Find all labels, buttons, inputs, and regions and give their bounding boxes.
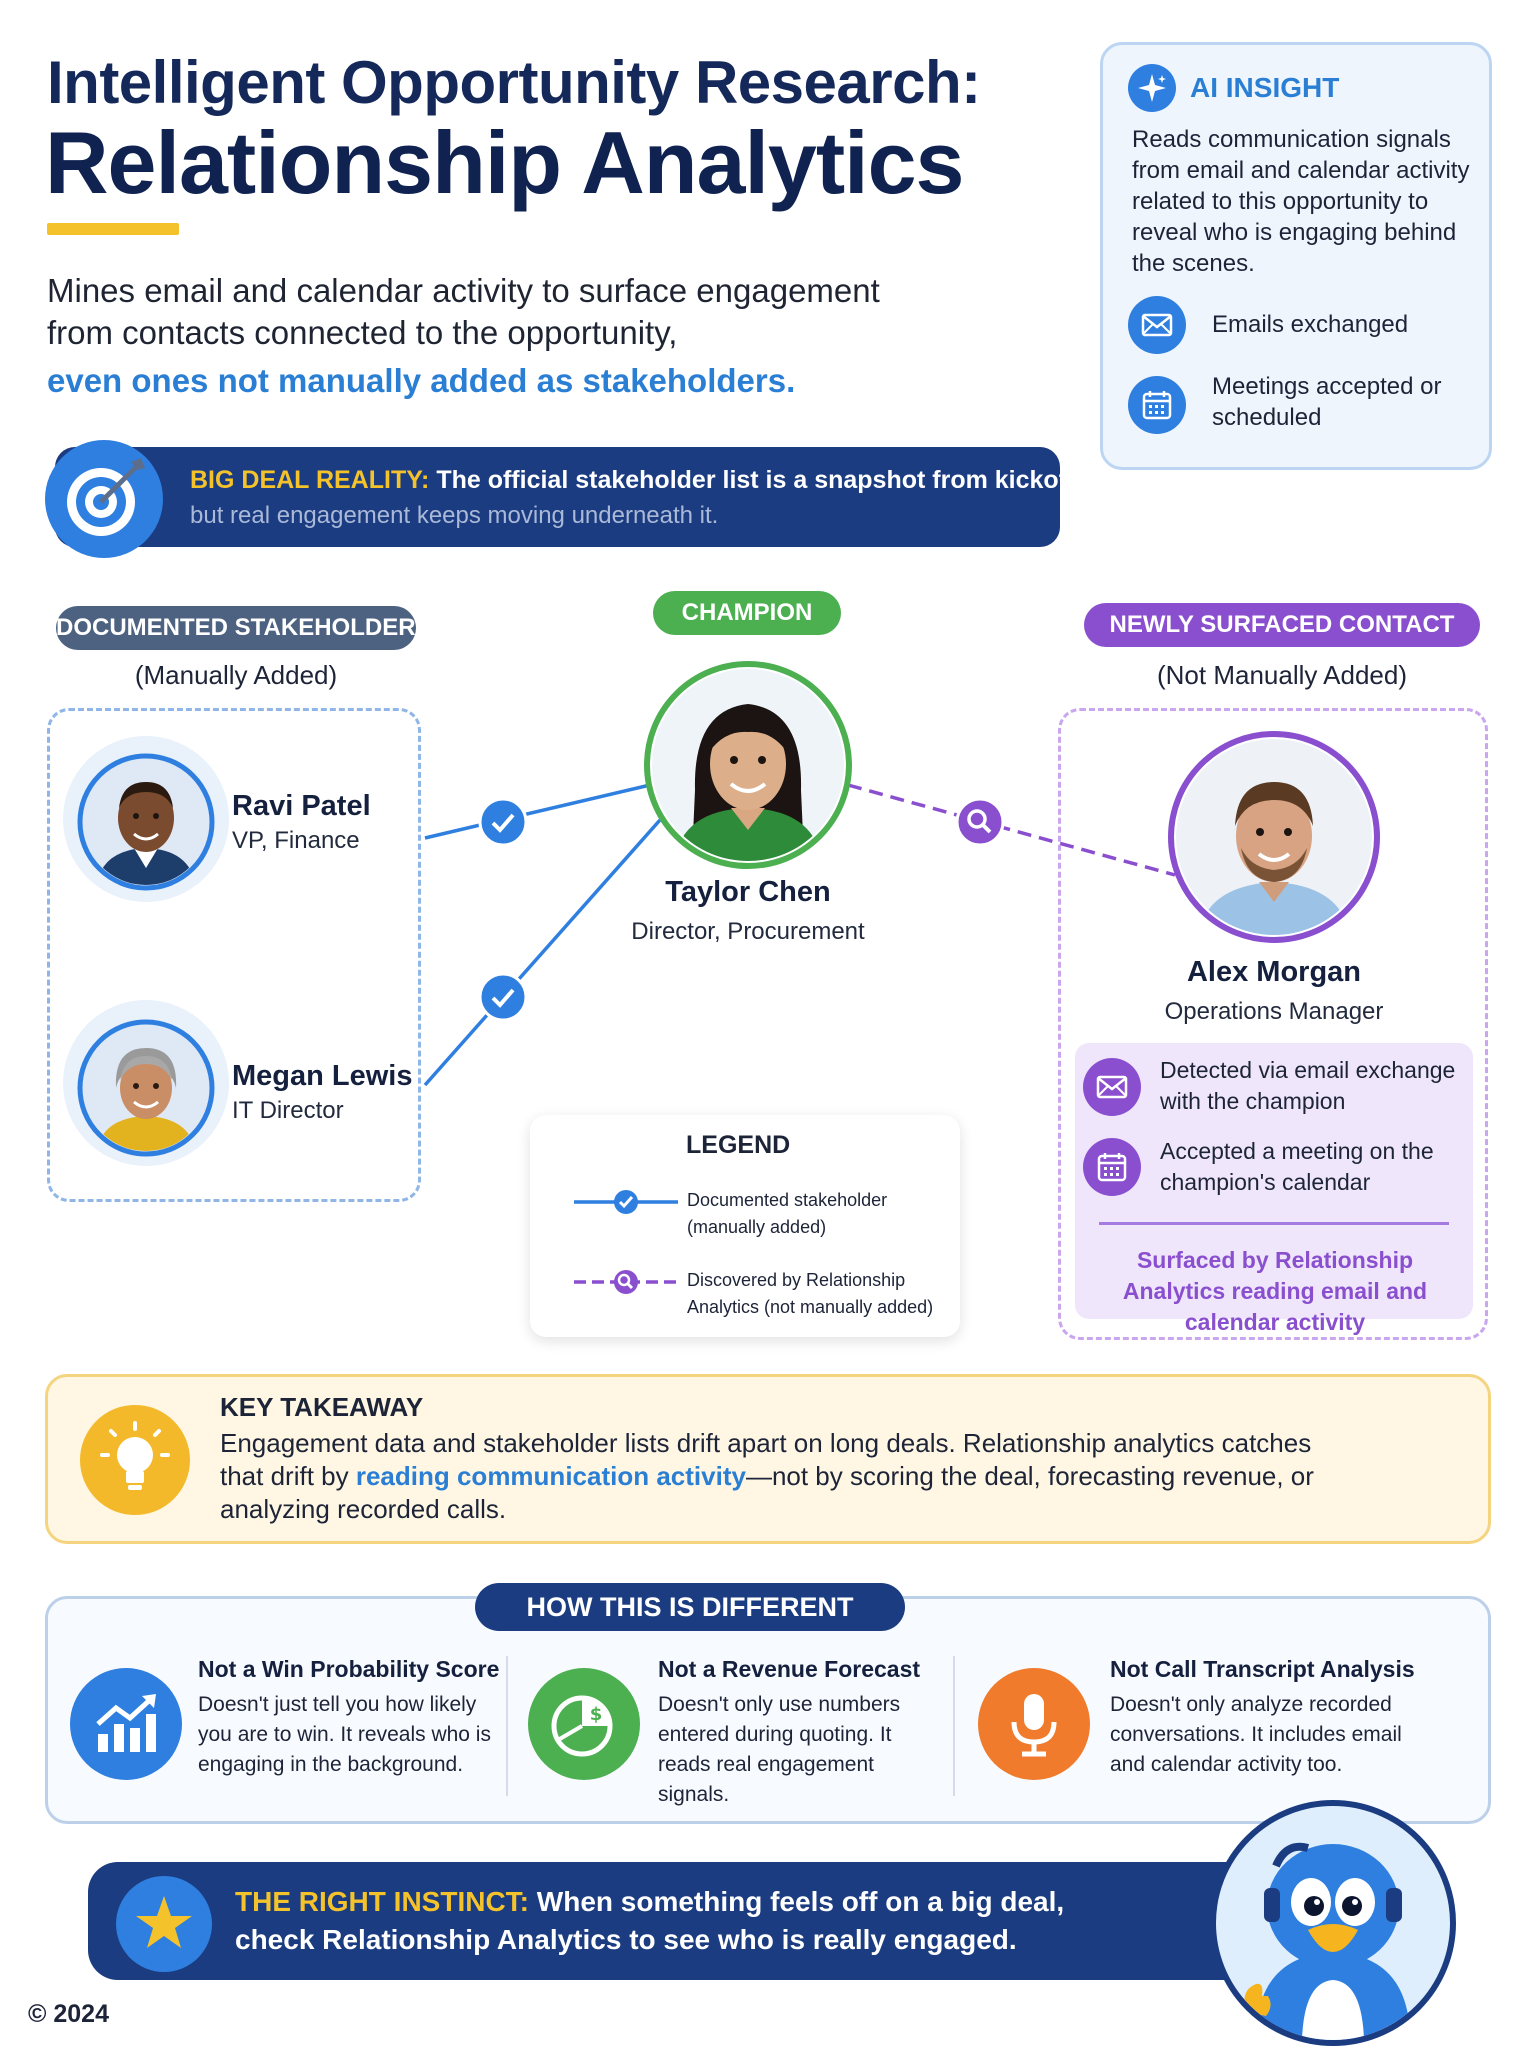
- title-underline: [47, 223, 179, 235]
- legend-discovered-label: Discovered by Relationship: [687, 1270, 906, 1290]
- connector-lines: [423, 783, 1176, 1087]
- signal-meeting-text: Accepted a meeting on the champion's cal…: [1160, 1138, 1434, 1195]
- legend-dashed-line: [574, 1270, 678, 1294]
- big-deal-line-1: BIG DEAL REALITY: The official stakehold…: [190, 466, 1082, 495]
- legend-documented: Documented stakeholder (manually added): [687, 1187, 947, 1241]
- stakeholder-role: VP, Finance: [232, 827, 360, 854]
- divider: [506, 1656, 508, 1796]
- subtitle: Mines email and calendar activity to sur…: [47, 272, 880, 351]
- legend-documented-sub: (manually added): [687, 1217, 827, 1237]
- calendar-icon: [1083, 1138, 1141, 1196]
- legend-discovered-sub: Analytics (not manually added): [687, 1297, 934, 1317]
- avatar: [76, 1018, 216, 1158]
- documented-stakeholders-pill: DOCUMENTED STAKEHOLDERS: [56, 606, 432, 650]
- target-icon: [45, 440, 163, 558]
- instinct-line-2: check Relationship Analytics to see who …: [235, 1924, 1017, 1955]
- diff-body-revenue-forecast: Doesn't only use numbers entered during …: [658, 1693, 901, 1806]
- divider: [953, 1656, 955, 1796]
- documented-subtitle: (Manually Added): [134, 660, 338, 690]
- new-contact-box: [1058, 708, 1488, 1340]
- surfaced-by-note: Surfaced by Relationship Analytics readi…: [1122, 1247, 1428, 1335]
- champion-name: Taylor Chen: [665, 876, 831, 908]
- signal-email-text: Detected via email exchange with the cha…: [1160, 1057, 1456, 1114]
- diff-body-win-probability: Doesn't just tell you how likely you are…: [198, 1693, 491, 1776]
- instinct-text: When something feels off on a big deal,: [536, 1886, 1065, 1917]
- pie-dollar-icon: $: [528, 1668, 640, 1780]
- diff-title-win-probability: Not a Win Probability Score: [198, 1656, 500, 1682]
- champion-avatar: [643, 660, 853, 870]
- takeaway-title: KEY TAKEAWAY: [220, 1392, 424, 1422]
- diff-body-call-transcript: Doesn't only analyze recorded conversati…: [1110, 1693, 1402, 1776]
- lightbulb-icon: [80, 1405, 190, 1515]
- new-contact-subtitle: (Not Manually Added): [1156, 660, 1408, 690]
- star-icon: [116, 1876, 212, 1972]
- diff-title-call-transcript: Not Call Transcript Analysis: [1110, 1656, 1415, 1682]
- stakeholder-name: Ravi Patel: [232, 790, 371, 822]
- big-deal-label: BIG DEAL REALITY:: [190, 466, 430, 494]
- magnifier-icon: [955, 797, 1005, 847]
- check-icon: [478, 797, 528, 847]
- champion-role: Director, Procurement: [631, 918, 865, 945]
- legend: [530, 1115, 960, 1337]
- envelope-icon: [1128, 296, 1186, 354]
- divider: [1099, 1222, 1449, 1225]
- new-contact-name: Alex Morgan: [1186, 956, 1362, 988]
- sparkle-icon: [1128, 64, 1176, 112]
- right-instinct-banner: [88, 1862, 1418, 1980]
- mascot-bird-illustration: [1210, 1800, 1456, 2046]
- takeaway-highlight: reading communication activity: [355, 1461, 746, 1491]
- instinct-label: THE RIGHT INSTINCT:: [235, 1886, 529, 1917]
- detection-signals-box: [1075, 1043, 1473, 1319]
- subtitle-highlight: even ones not manually added as stakehol…: [47, 362, 796, 399]
- insight-item-emails: Emails exchanged: [1212, 311, 1409, 338]
- newly-surfaced-contact-pill: NEWLY SURFACED CONTACT: [1084, 603, 1480, 647]
- insight-item-meetings: Meetings accepted or scheduled: [1212, 373, 1442, 431]
- big-deal-text: The official stakeholder list is a snaps…: [436, 466, 1083, 494]
- svg-text:$: $: [590, 1704, 603, 1725]
- how-different-box: [45, 1596, 1491, 1824]
- how-different-pill: HOW THIS IS DIFFERENT: [475, 1583, 905, 1631]
- envelope-icon: [1083, 1058, 1141, 1116]
- new-contact-avatar: [1167, 730, 1381, 944]
- new-contact-role: Operations Manager: [1164, 998, 1384, 1025]
- ai-insight-body: Reads communication signals from email a…: [1132, 126, 1470, 277]
- takeaway-body-start: Engagement data and stakeholder lists dr…: [220, 1428, 1312, 1491]
- champion-pill: CHAMPION: [653, 591, 841, 635]
- page-title: Relationship Analytics: [45, 113, 964, 212]
- legend-title: LEGEND: [686, 1131, 791, 1159]
- calendar-icon: [1128, 376, 1186, 434]
- diff-title-revenue-forecast: Not a Revenue Forecast: [658, 1656, 921, 1682]
- documented-stakeholders-box: [47, 708, 421, 1202]
- chart-growth-icon: [70, 1668, 182, 1780]
- microphone-icon: [978, 1668, 1090, 1780]
- stakeholder-role: IT Director: [232, 1097, 344, 1124]
- big-deal-banner: [55, 447, 1060, 547]
- legend-solid-line: [574, 1190, 678, 1214]
- stakeholder-name: Megan Lewis: [232, 1060, 413, 1092]
- instinct-line-1: THE RIGHT INSTINCT: When something feels…: [235, 1886, 1064, 1918]
- takeaway-body-end: —not by scoring the deal, forecasting re…: [220, 1461, 1314, 1524]
- avatar: [76, 752, 216, 892]
- key-takeaway-box: [45, 1374, 1491, 1544]
- title-line-1: Intelligent Opportunity Research:: [47, 49, 981, 116]
- takeaway-body: Engagement data and stakeholder lists dr…: [220, 1427, 1320, 1526]
- legend-documented-label: Documented stakeholder: [687, 1190, 888, 1210]
- big-deal-line-2: but real engagement keeps moving underne…: [190, 502, 719, 529]
- copyright: © 2024: [28, 2000, 109, 2028]
- ai-insight-title: AI INSIGHT: [1190, 72, 1340, 103]
- check-icon: [478, 972, 528, 1022]
